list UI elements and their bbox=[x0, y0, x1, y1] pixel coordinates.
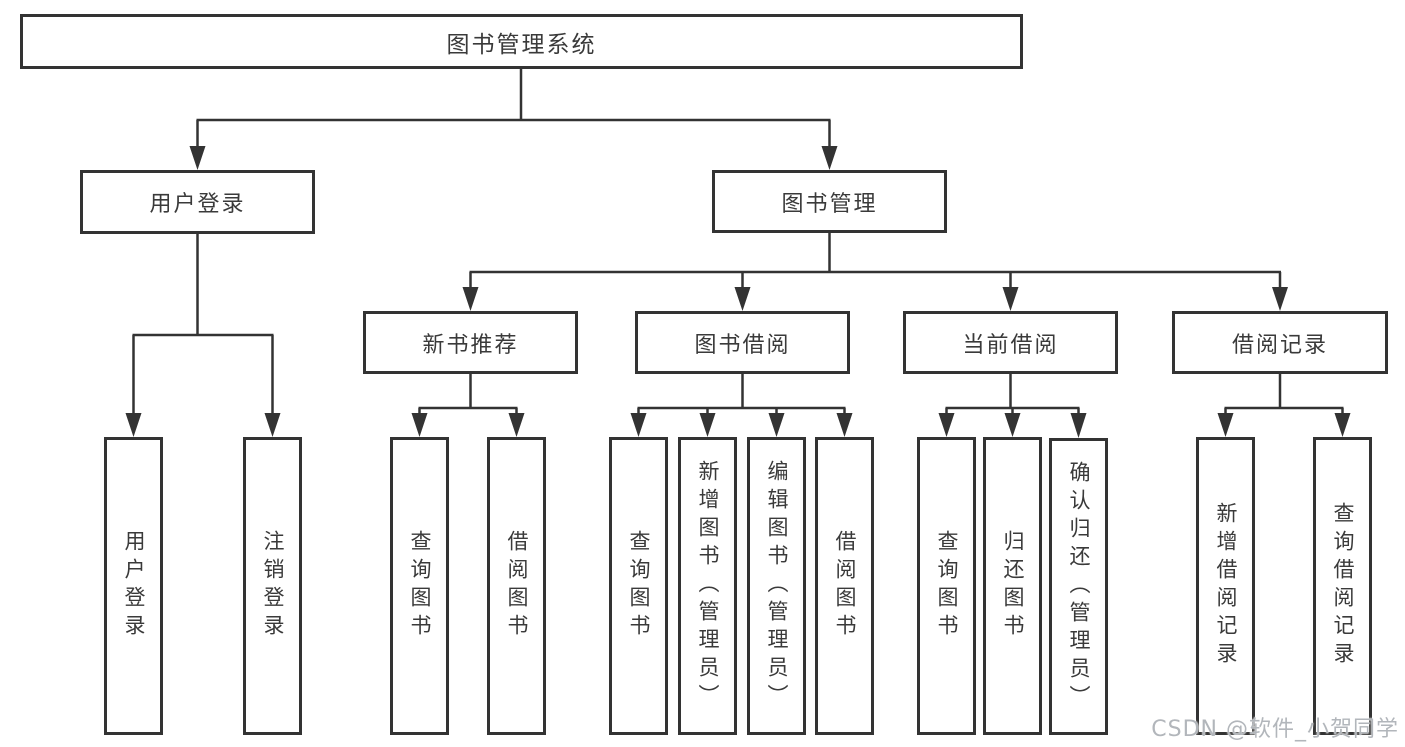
leaf-label: 归还图书 bbox=[1001, 530, 1025, 642]
arrow-down-icon bbox=[1272, 287, 1288, 311]
arrow-down-icon bbox=[125, 413, 142, 437]
leaf-label: 查询图书 bbox=[935, 530, 959, 642]
node-current-borrowing: 当前借阅 bbox=[903, 311, 1118, 374]
leaf-query-books-1: 查询图书 bbox=[390, 437, 449, 735]
node-label: 新书推荐 bbox=[422, 332, 519, 358]
arrow-down-icon bbox=[734, 287, 751, 311]
node-label: 用户登录 bbox=[149, 192, 246, 217]
arrow-down-icon bbox=[768, 413, 785, 437]
node-new-book-recommend: 新书推荐 bbox=[363, 311, 578, 374]
arrow-down-icon bbox=[1002, 287, 1019, 311]
leaf-label: 查询图书 bbox=[627, 530, 651, 642]
leaf-label: 注销登录 bbox=[261, 530, 285, 642]
leaf-add-books-admin: 新增图书（管理员） bbox=[678, 437, 737, 735]
arrow-down-icon bbox=[264, 413, 281, 437]
arrow-down-icon bbox=[189, 146, 206, 170]
leaf-borrow-books-2: 借阅图书 bbox=[815, 437, 874, 735]
node-user-login: 用户登录 bbox=[80, 170, 315, 234]
leaf-label: 查询图书 bbox=[408, 530, 432, 642]
leaf-query-books-3: 查询图书 bbox=[917, 437, 976, 735]
node-label: 借阅记录 bbox=[1231, 332, 1328, 358]
leaf-label: 查询借阅记录 bbox=[1331, 502, 1355, 670]
connector-borrow-records-children bbox=[1217, 374, 1351, 437]
leaf-label: 用户登录 bbox=[122, 530, 146, 642]
arrow-down-icon bbox=[836, 413, 853, 437]
csdn-watermark: CSDN @软件_小贺同学 bbox=[1151, 717, 1399, 742]
node-book-borrowing: 图书借阅 bbox=[635, 311, 850, 374]
leaf-logout: 注销登录 bbox=[243, 437, 302, 735]
arrow-down-icon bbox=[462, 287, 479, 311]
arrow-down-icon bbox=[1334, 413, 1351, 437]
leaf-borrow-books-1: 借阅图书 bbox=[487, 437, 546, 735]
node-label: 图书管理 bbox=[781, 191, 878, 217]
connector-book-borrow-children bbox=[630, 374, 853, 437]
arrow-down-icon bbox=[508, 413, 525, 437]
leaf-label: 借阅图书 bbox=[833, 530, 857, 642]
leaf-edit-books-admin: 编辑图书（管理员） bbox=[747, 437, 806, 735]
connector-user-login-children bbox=[125, 234, 281, 437]
leaf-add-borrow-record: 新增借阅记录 bbox=[1196, 437, 1255, 735]
leaf-label: 新增借阅记录 bbox=[1214, 502, 1238, 670]
leaf-confirm-return-admin: 确认归还（管理员） bbox=[1049, 438, 1108, 735]
connector-current-borrow-children bbox=[938, 374, 1087, 438]
arrow-down-icon bbox=[630, 413, 647, 437]
arrow-down-icon bbox=[1004, 413, 1021, 437]
arrow-down-icon bbox=[699, 413, 716, 437]
node-root-system: 图书管理系统 bbox=[20, 14, 1023, 69]
node-label: 当前借阅 bbox=[962, 332, 1059, 358]
arrow-down-icon bbox=[938, 413, 955, 437]
connector-book-mgmt-children bbox=[462, 233, 1288, 311]
node-borrowing-records: 借阅记录 bbox=[1172, 311, 1388, 374]
leaf-label: 借阅图书 bbox=[505, 530, 529, 642]
node-label: 图书管理系统 bbox=[446, 31, 597, 58]
node-label: 图书借阅 bbox=[694, 332, 791, 358]
node-book-management: 图书管理 bbox=[712, 170, 947, 233]
arrow-down-icon bbox=[821, 146, 838, 170]
leaf-label: 新增图书（管理员） bbox=[696, 460, 720, 712]
leaf-label: 编辑图书（管理员） bbox=[765, 460, 789, 712]
leaf-label: 确认归还（管理员） bbox=[1067, 460, 1091, 713]
arrow-down-icon bbox=[1217, 413, 1234, 437]
leaf-user-login: 用户登录 bbox=[104, 437, 163, 735]
leaf-query-books-2: 查询图书 bbox=[609, 437, 668, 735]
connector-new-books-children bbox=[411, 374, 525, 437]
connector-root-children bbox=[189, 69, 838, 170]
leaf-return-books: 归还图书 bbox=[983, 437, 1042, 735]
arrow-down-icon bbox=[411, 413, 428, 437]
leaf-query-borrow-record: 查询借阅记录 bbox=[1313, 437, 1372, 735]
arrow-down-icon bbox=[1070, 413, 1087, 438]
